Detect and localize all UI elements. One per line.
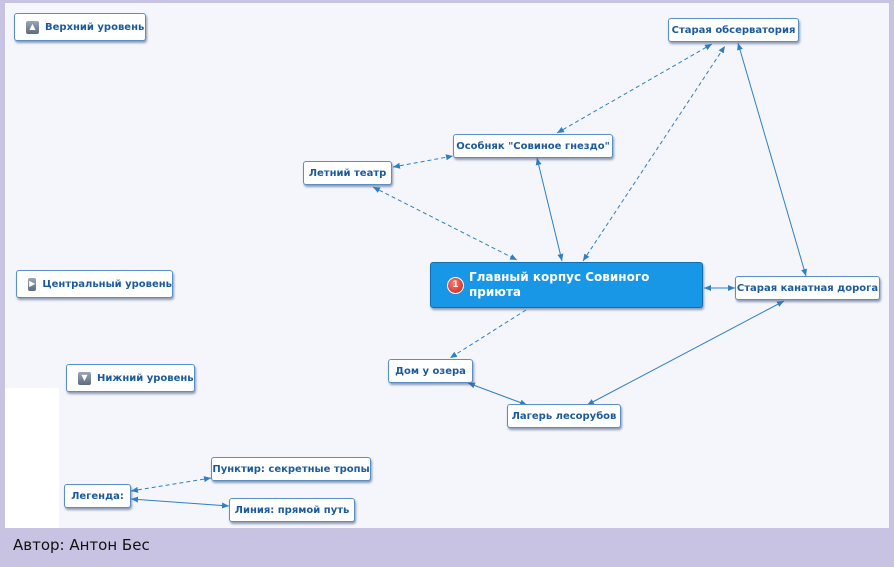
legend-dashed-item: Пунктир: секретные тропы	[211, 457, 371, 481]
node-lumber-camp[interactable]: Лагерь лесорубов	[507, 404, 621, 428]
node-observatory-label: Старая обсерватория	[671, 24, 796, 36]
legend-title: Легенда:	[64, 484, 131, 508]
node-lake-house[interactable]: Дом у озера	[388, 359, 473, 383]
node-cable-car[interactable]: Старая канатная дорога	[735, 276, 880, 300]
author-credit: Автор: Антон Бес	[13, 536, 150, 554]
node-theater[interactable]: Летний театр	[303, 161, 392, 185]
canvas-blank-corner	[5, 388, 59, 528]
node-main-label: Главный корпус Совиного приюта	[469, 270, 650, 299]
top-level-button[interactable]: ▲ Верхний уровень	[14, 13, 146, 41]
legend-solid-item: Линия: прямой путь	[229, 498, 355, 522]
bottom-level-label: Нижний уровень	[97, 372, 194, 384]
arrow-up-icon: ▲	[26, 20, 39, 34]
legend-title-label: Легенда:	[71, 490, 124, 502]
center-level-button[interactable]: ▶ Центральный уровень	[16, 270, 173, 298]
top-level-label: Верхний уровень	[45, 21, 145, 33]
node-theater-label: Летний театр	[308, 167, 387, 179]
node-mansion-label: Особняк "Совиное гнездо"	[456, 140, 610, 152]
node-main-building[interactable]: 1 Главный корпус Совиного приюта	[430, 262, 703, 308]
arrow-right-icon: ▶	[28, 277, 37, 291]
legend-solid-label: Линия: прямой путь	[234, 504, 350, 516]
node-cable-car-label: Старая канатная дорога	[736, 282, 879, 294]
bottom-level-button[interactable]: ▼ Нижний уровень	[66, 364, 195, 392]
node-lake-house-label: Дом у озера	[395, 365, 466, 377]
legend-dashed-label: Пунктир: секретные тропы	[212, 463, 370, 475]
arrow-down-icon: ▼	[78, 371, 91, 385]
center-level-label: Центральный уровень	[42, 278, 172, 290]
number-badge-icon: 1	[447, 276, 464, 294]
node-mansion[interactable]: Особняк "Совиное гнездо"	[453, 134, 613, 158]
node-lumber-camp-label: Лагерь лесорубов	[511, 410, 617, 422]
node-observatory[interactable]: Старая обсерватория	[668, 18, 799, 42]
